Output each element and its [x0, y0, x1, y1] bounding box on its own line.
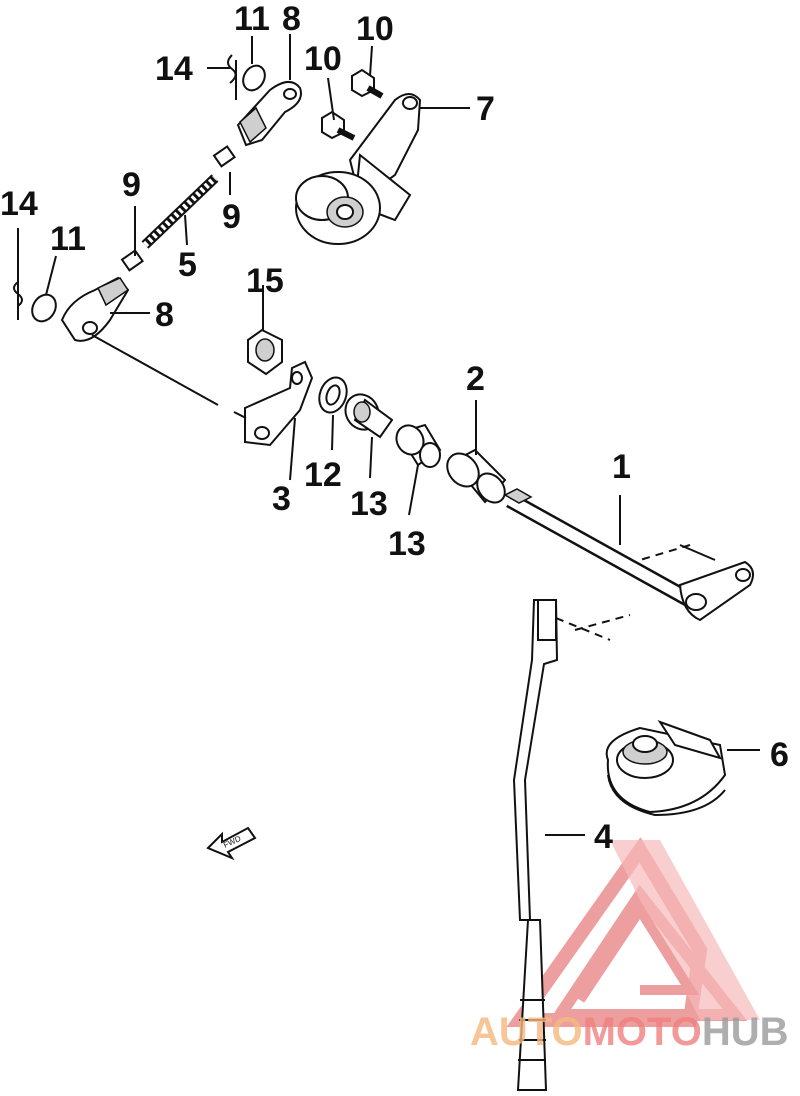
callout-10-mid: 10	[304, 40, 342, 78]
callout-13-a: 13	[350, 485, 388, 523]
link-line-8-to-3	[91, 334, 219, 406]
part-10-bolt-b	[321, 110, 356, 141]
part-8-lever-upper	[236, 81, 302, 147]
callout-1: 1	[612, 448, 631, 486]
part-11-washer-upper	[242, 64, 266, 92]
callout-8-lower: 8	[155, 296, 174, 334]
callout-8-upper: 8	[282, 0, 301, 38]
leader-lines	[45, 34, 760, 836]
callout-11-upper: 11	[234, 0, 270, 38]
part-15-nut	[247, 328, 283, 376]
part-4-rod	[512, 599, 631, 1091]
callout-7: 7	[476, 90, 495, 128]
svg-text:AUTOMOTOHUB: AUTOMOTOHUB	[470, 1010, 789, 1054]
watermark-part-moto: MOTO	[583, 1010, 702, 1054]
part-8-lever-lower	[60, 276, 130, 342]
part-6-pulley	[605, 720, 727, 817]
part-5-threaded-rod	[141, 174, 219, 249]
callout-13-b: 13	[388, 525, 426, 563]
callout-14-lower: 14	[0, 185, 38, 223]
watermark-text: AUTOMOTOHUB	[470, 1010, 789, 1054]
callout-14-upper: 14	[155, 50, 193, 88]
callout-12: 12	[304, 456, 342, 494]
callout-3: 3	[272, 480, 291, 518]
fwd-marker: FWD	[206, 826, 257, 861]
watermark-part-hub: HUB	[702, 1010, 789, 1054]
part-14-clip-lower	[13, 228, 23, 320]
part-13-bushing-a	[344, 393, 394, 439]
part-1-shaft	[503, 488, 755, 622]
part-13-bushing-b	[395, 423, 442, 468]
part-10-bolt-a	[351, 68, 384, 99]
part-9-nut-lower	[120, 249, 144, 272]
part-14-clip-upper	[227, 54, 237, 100]
part-2-bushing	[446, 448, 507, 504]
callout-2: 2	[466, 360, 485, 398]
callout-15: 15	[246, 262, 284, 300]
part-9-nut-upper	[212, 145, 236, 168]
part-12-washer	[318, 376, 348, 414]
callout-6: 6	[770, 736, 789, 774]
part-7-arm-roller	[295, 93, 422, 245]
callout-10-top: 10	[356, 10, 394, 48]
part-3-bracket	[233, 360, 314, 447]
part-11-washer-lower	[31, 293, 57, 323]
watermark-logo	[506, 837, 760, 1027]
callout-11-lower: 11	[50, 220, 86, 258]
callout-4: 4	[594, 818, 613, 856]
callout-9-left: 9	[122, 166, 141, 204]
watermark-part-auto: AUTO	[470, 1010, 583, 1054]
callout-5: 5	[178, 246, 197, 284]
callout-9-right: 9	[222, 198, 241, 236]
